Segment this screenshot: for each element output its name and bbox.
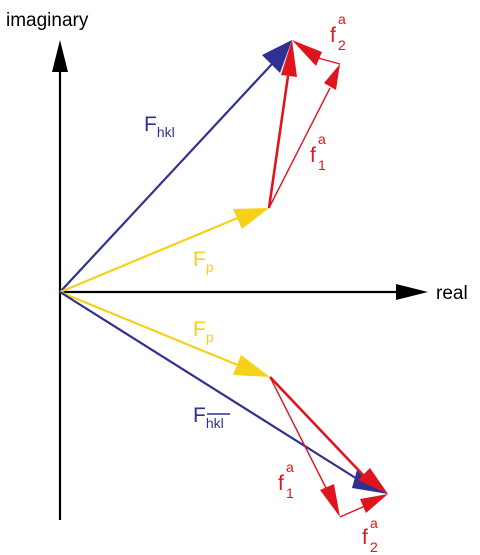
f-lower-thick-vector: [269, 376, 365, 477]
imaginary-axis-label: imaginary: [6, 10, 89, 31]
f-p-lower-vector: [59, 290, 270, 377]
f2a-upper-label: f 2 a: [330, 11, 346, 53]
real-axis-label: real: [436, 283, 468, 304]
f-hkl-bar-vector: [59, 291, 388, 494]
f-p-upper-vector: [59, 208, 269, 294]
svg-text:2: 2: [370, 539, 378, 555]
svg-text:Fhkl: Fhkl: [193, 404, 224, 431]
anomalous-upper: [267, 40, 341, 209]
svg-text:f: f: [330, 24, 336, 47]
svg-text:f: f: [310, 144, 316, 167]
svg-text:1: 1: [286, 485, 294, 501]
real-axis-arrowhead: [396, 284, 428, 300]
svg-text:1: 1: [318, 157, 326, 173]
svg-text:a: a: [318, 131, 326, 147]
f2a-lower-vector: [339, 505, 366, 518]
f-hkl-label: Fhkl: [144, 113, 175, 140]
f1a-upper-label: f 1 a: [310, 131, 326, 173]
f1a-lower-vector: [269, 376, 327, 489]
svg-text:f: f: [278, 472, 284, 495]
f-p-lower-label: Fp: [193, 318, 214, 345]
svg-text:a: a: [370, 515, 378, 531]
f-hkl-bar-label: Fhkl: [193, 404, 230, 431]
f2a-lower-label: f 2 a: [362, 515, 378, 555]
f-upper-thick-vector: [267, 75, 290, 209]
svg-text:a: a: [286, 459, 294, 475]
axes: [52, 40, 428, 520]
f-p-upper-label: Fp: [193, 248, 214, 275]
imaginary-axis-arrowhead: [52, 40, 68, 72]
svg-text:2: 2: [338, 37, 346, 53]
svg-text:a: a: [338, 11, 346, 27]
f-hkl-vector: [59, 40, 292, 293]
f1a-upper-vector: [268, 87, 331, 209]
anomalous-lower: [269, 376, 388, 518]
f2a-upper-vector: [317, 57, 341, 65]
f1a-lower-label: f 1 a: [278, 459, 294, 501]
svg-text:f: f: [362, 526, 368, 549]
